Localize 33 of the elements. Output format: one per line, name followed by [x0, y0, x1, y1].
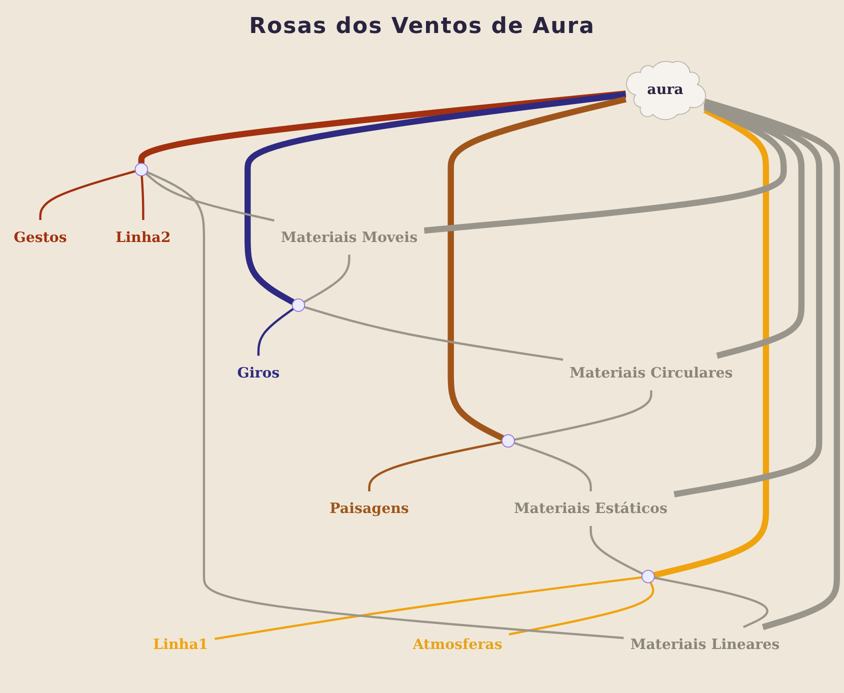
node-text: Materiais Moveis: [280, 228, 418, 246]
connector: [146, 171, 624, 640]
node-text: Atmosferas: [412, 636, 502, 652]
connector: [244, 92, 626, 305]
node-text: Materiais Circulares: [570, 364, 733, 382]
node-text: Materiais Estáticos: [514, 500, 668, 517]
connector: [138, 90, 626, 164]
node-point: [642, 570, 655, 584]
connector: [140, 176, 144, 220]
connector: [303, 254, 350, 304]
connector: [145, 172, 274, 222]
connector: [704, 98, 840, 630]
connector: [590, 526, 644, 575]
connector: [304, 306, 564, 361]
connector: [514, 442, 592, 492]
connector: [368, 441, 502, 492]
connector: [214, 576, 642, 640]
connector: [514, 390, 652, 441]
node-point: [134, 162, 148, 176]
node-text: Linha2: [116, 228, 171, 246]
node-text: Linha1: [153, 636, 208, 652]
node-text: Gestos: [14, 228, 67, 246]
diagram-title: Rosas dos Ventos de Aura: [249, 14, 595, 39]
connector: [39, 170, 136, 220]
connector: [508, 582, 654, 636]
node-text: Giros: [237, 364, 280, 382]
connector: [257, 308, 294, 356]
node-text: Paisagens: [330, 500, 409, 517]
node-point: [292, 298, 306, 312]
connector: [654, 576, 768, 628]
connector: [448, 96, 626, 441]
node-text: Materiais Lineares: [630, 636, 780, 652]
node-point: [502, 434, 515, 448]
